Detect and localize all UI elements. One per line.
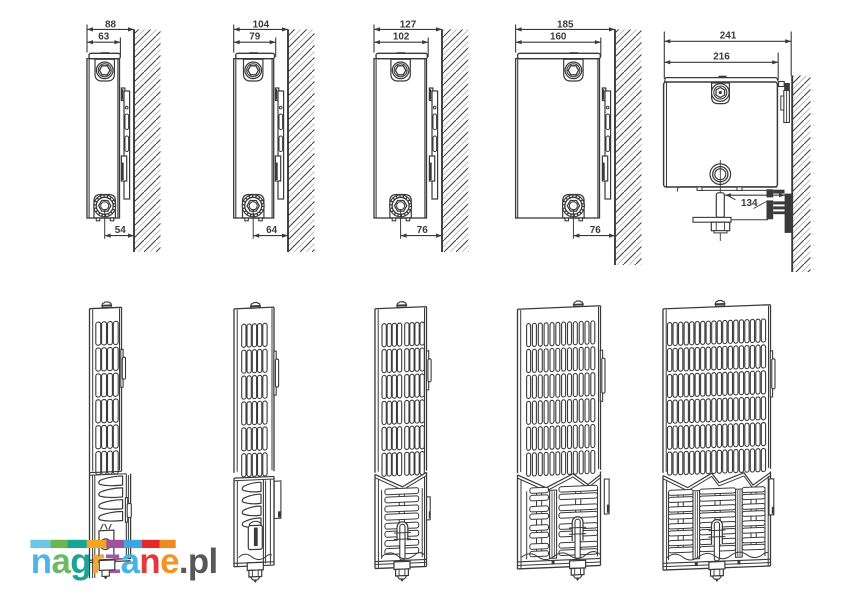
svg-text:63: 63: [98, 32, 109, 43]
svg-text:127: 127: [400, 20, 417, 31]
svg-text:79: 79: [249, 32, 260, 43]
svg-text:241: 241: [720, 31, 737, 42]
svg-text:54: 54: [115, 225, 126, 236]
svg-text:nagrzane.pl: nagrzane.pl: [31, 542, 218, 581]
svg-text:216: 216: [713, 52, 730, 63]
svg-text:64: 64: [266, 225, 277, 236]
svg-text:76: 76: [590, 225, 601, 236]
svg-text:134: 134: [741, 198, 758, 209]
svg-text:88: 88: [105, 20, 116, 31]
svg-text:185: 185: [557, 20, 574, 31]
svg-text:102: 102: [393, 32, 410, 43]
svg-text:160: 160: [550, 32, 567, 43]
svg-text:76: 76: [417, 225, 428, 236]
svg-text:104: 104: [253, 20, 270, 31]
